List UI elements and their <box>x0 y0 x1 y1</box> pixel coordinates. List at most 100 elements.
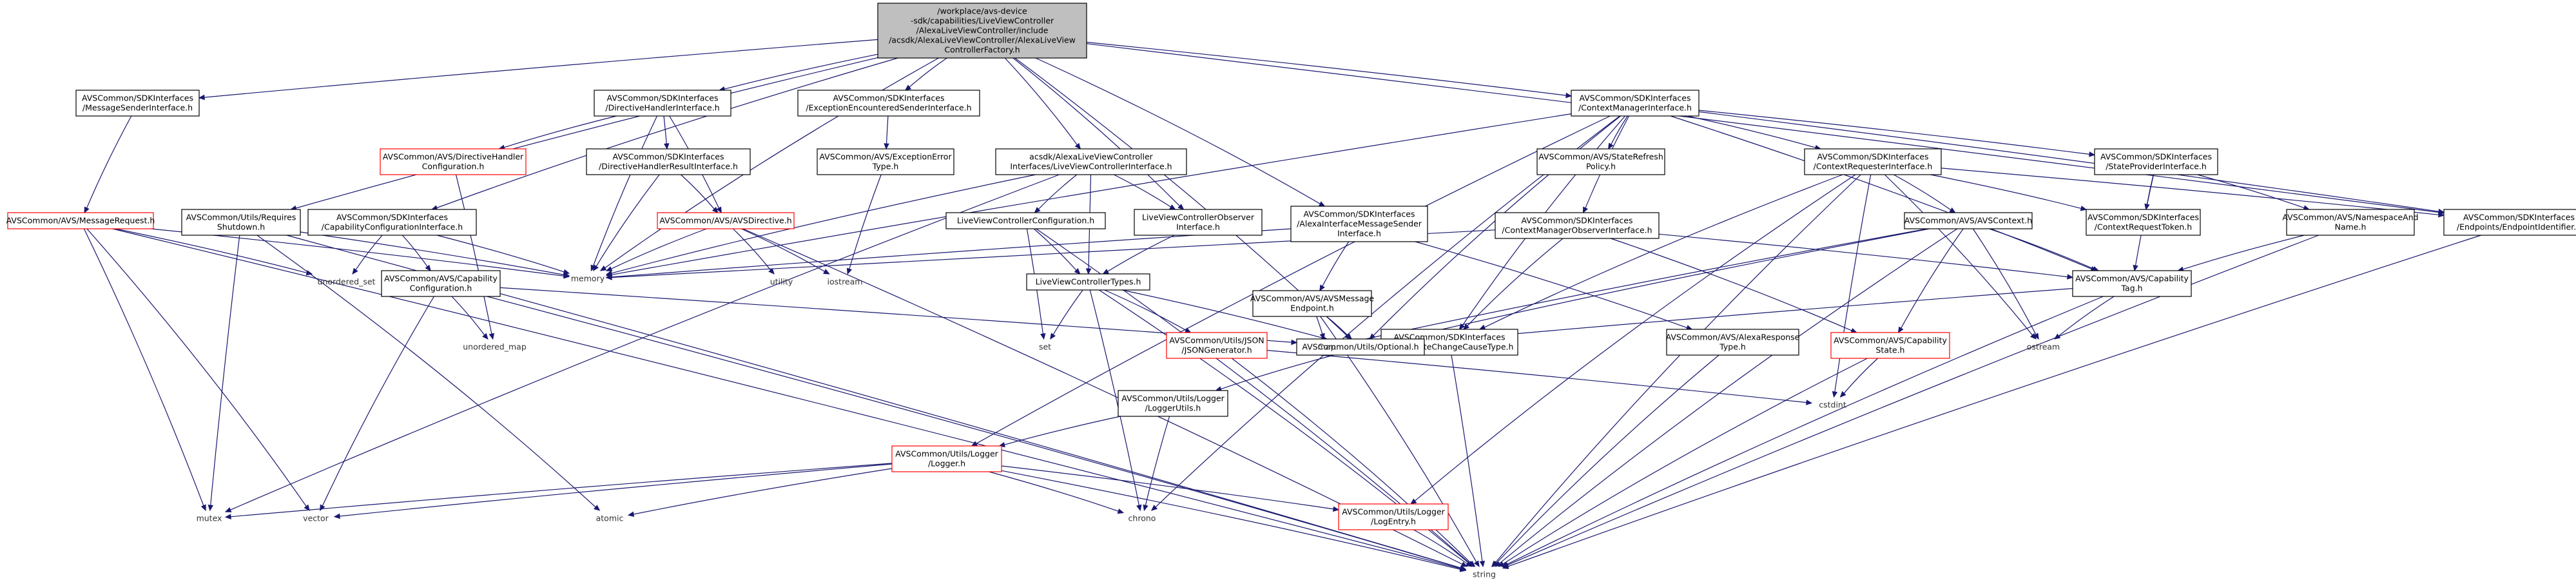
node-vector[interactable]: vector <box>297 510 334 527</box>
node-mutex[interactable]: mutex <box>193 510 226 527</box>
node-label-line: vector <box>303 514 329 523</box>
edge-ctxmgr-to-captag <box>1670 115 2092 269</box>
node-lvcconfig[interactable]: LiveViewControllerConfiguration.h <box>945 212 1106 229</box>
node-label-line: AVSCommon/Utils/JSON <box>1169 336 1264 345</box>
edge-root-to-capcfgif <box>436 57 898 209</box>
node-label-line: chrono <box>1128 514 1156 523</box>
node-label-line: AVSCommon/AVS/AVSContext.h <box>1904 216 2032 226</box>
node-ctxrequester[interactable]: AVSCommon/SDKInterfaces/ContextRequester… <box>1804 148 1942 175</box>
node-label-line: /Endpoints/EndpointIdentifier.h <box>2457 222 2576 232</box>
node-label-line: /StateProviderInterface.h <box>2106 162 2207 171</box>
edge-arrowhead <box>224 514 231 520</box>
node-capcfgif[interactable]: AVSCommon/SDKInterfaces/CapabilityConfig… <box>307 209 477 236</box>
node-msgrequest[interactable]: AVSCommon/AVS/MessageRequest.h <box>6 212 155 229</box>
edge-arrowhead <box>1473 560 1480 568</box>
node-root[interactable]: /workplace/avs-device-sdk/capabilities/L… <box>877 3 1087 59</box>
node-box <box>1290 206 1428 242</box>
node-label-line: utility <box>770 277 793 287</box>
node-map[interactable]: map <box>1315 339 1339 355</box>
node-box <box>381 270 501 297</box>
edge-arrowhead <box>1034 207 1041 213</box>
node-jsongen[interactable]: AVSCommon/Utils/JSON/JSONGenerator.h <box>1166 332 1268 359</box>
edge-arrowhead <box>1498 561 1505 567</box>
edge-arrowhead <box>1459 566 1467 572</box>
node-capconfig[interactable]: AVSCommon/AVS/CapabilityConfiguration.h <box>381 270 501 297</box>
node-label-line: AVSCommon/AVS/NamespaceAnd <box>2282 213 2418 222</box>
node-label-line: atomic <box>596 514 624 523</box>
node-box <box>181 209 301 236</box>
node-label-line: /AlexaInterfaceMessageSender <box>1297 219 1422 229</box>
node-lvcif[interactable]: acsdk/AlexaLiveViewControllerInterfaces/… <box>995 148 1187 175</box>
node-iostream[interactable]: iostream <box>822 274 868 290</box>
edge-ctxrequester-to-cstdint <box>1834 174 1872 392</box>
edge-root-to-lvcobserver <box>1012 57 1180 207</box>
node-box <box>877 3 1087 59</box>
node-label-line: AVSCommon/AVS/ExceptionError <box>819 152 952 162</box>
node-label-line: AVSCommon/AVS/AVSDirective.h <box>659 216 791 226</box>
node-ctxreqtoken[interactable]: AVSCommon/SDKInterfaces/ContextRequestTo… <box>2086 209 2201 236</box>
node-unordered_set[interactable]: unordered_set <box>312 274 381 290</box>
node-memory[interactable]: memory <box>569 271 606 287</box>
node-avsdirective[interactable]: AVSCommon/AVS/AVSDirective.h <box>657 212 795 229</box>
node-loggerutils[interactable]: AVSCommon/Utils/Logger/LoggerUtils.h <box>1118 390 1228 417</box>
edge-avsmsgendpoint-to-optional <box>1326 316 1348 336</box>
node-ctxmgrobs[interactable]: AVSCommon/SDKInterfaces/ContextManagerOb… <box>1495 212 1660 239</box>
node-set[interactable]: set <box>1033 339 1057 355</box>
node-excsender[interactable]: AVSCommon/SDKInterfaces/ExceptionEncount… <box>797 90 980 117</box>
node-lvctypes[interactable]: LiveViewControllerTypes.h <box>1026 273 1150 291</box>
node-string[interactable]: string <box>1466 566 1503 580</box>
edge-avscontext-to-ostream <box>1972 228 2037 335</box>
node-atomic[interactable]: atomic <box>591 510 628 527</box>
node-label-line: /ContextRequestToken.h <box>2095 222 2192 232</box>
node-stateprov[interactable]: AVSCommon/SDKInterfaces/StateProviderInt… <box>2094 148 2218 175</box>
edge-arrowhead <box>1949 207 1956 213</box>
node-label-line: Configuration.h <box>422 162 485 171</box>
node-optional[interactable]: AVSCommon/Utils/Optional.h <box>1296 338 1425 356</box>
node-utility[interactable]: utility <box>760 274 802 290</box>
edge-alexaifmsg-to-memory <box>611 228 1292 278</box>
node-msgsender[interactable]: AVSCommon/SDKInterfaces/MessageSenderInt… <box>75 90 200 117</box>
node-label-line: unordered_set <box>318 277 376 287</box>
node-label-line: AVSCommon/Utils/Logger <box>1121 394 1225 403</box>
edge-dirhandlerres-to-avsdirective <box>681 174 715 209</box>
node-alexaifmsg[interactable]: AVSCommon/SDKInterfaces/AlexaInterfaceMe… <box>1290 206 1428 242</box>
edge-arrowhead <box>208 505 214 512</box>
edge-arrowhead <box>1319 284 1325 292</box>
edge-arrowhead <box>594 505 601 511</box>
node-label-line: AVSCommon/SDKInterfaces <box>1817 152 1929 162</box>
node-unordered_map[interactable]: unordered_map <box>460 339 529 355</box>
edge-arrowhead <box>1607 142 1614 150</box>
node-avscontext[interactable]: AVSCommon/AVS/AVSContext.h <box>1904 212 2033 229</box>
edge-root-to-lvcif <box>1004 57 1078 146</box>
node-box <box>945 212 1106 229</box>
edge-capcfgif-to-unordered_set <box>355 235 383 271</box>
node-ostream[interactable]: ostream <box>2022 339 2064 355</box>
edge-capconfig-to-unordered_map <box>451 296 485 336</box>
node-logger[interactable]: AVSCommon/Utils/Logger/Logger.h <box>891 445 1002 472</box>
edge-loggerutils-to-logger <box>1004 416 1121 445</box>
node-label-line: Policy.h <box>1586 162 1616 171</box>
node-dirhandlercfg[interactable]: AVSCommon/AVS/DirectiveHandlerConfigurat… <box>380 148 527 175</box>
node-cstdint[interactable]: cstdint <box>1812 397 1854 413</box>
node-layer: /workplace/avs-device-sdk/capabilities/L… <box>6 3 2576 580</box>
node-logentry[interactable]: AVSCommon/Utils/Logger/LogEntry.h <box>1338 503 1449 530</box>
edge-arrowhead <box>1169 204 1176 210</box>
node-dirhandler[interactable]: AVSCommon/SDKInterfaces/DirectiveHandler… <box>594 90 731 117</box>
node-label-line: /ExceptionEncounteredSenderInterface.h <box>806 103 971 113</box>
node-chrono[interactable]: chrono <box>1123 510 1161 527</box>
node-endpointid[interactable]: AVSCommon/SDKInterfaces/Endpoints/Endpoi… <box>2443 209 2576 236</box>
edge-arrowhead <box>1102 269 1109 275</box>
edge-dirhandlerres-to-memory <box>596 174 660 267</box>
node-label-line: Interface.h <box>1337 229 1381 238</box>
node-ctxmgr[interactable]: AVSCommon/SDKInterfaces/ContextManagerIn… <box>1571 90 1700 117</box>
node-dirhandlerres[interactable]: AVSCommon/SDKInterfaces/DirectiveHandler… <box>586 148 751 175</box>
